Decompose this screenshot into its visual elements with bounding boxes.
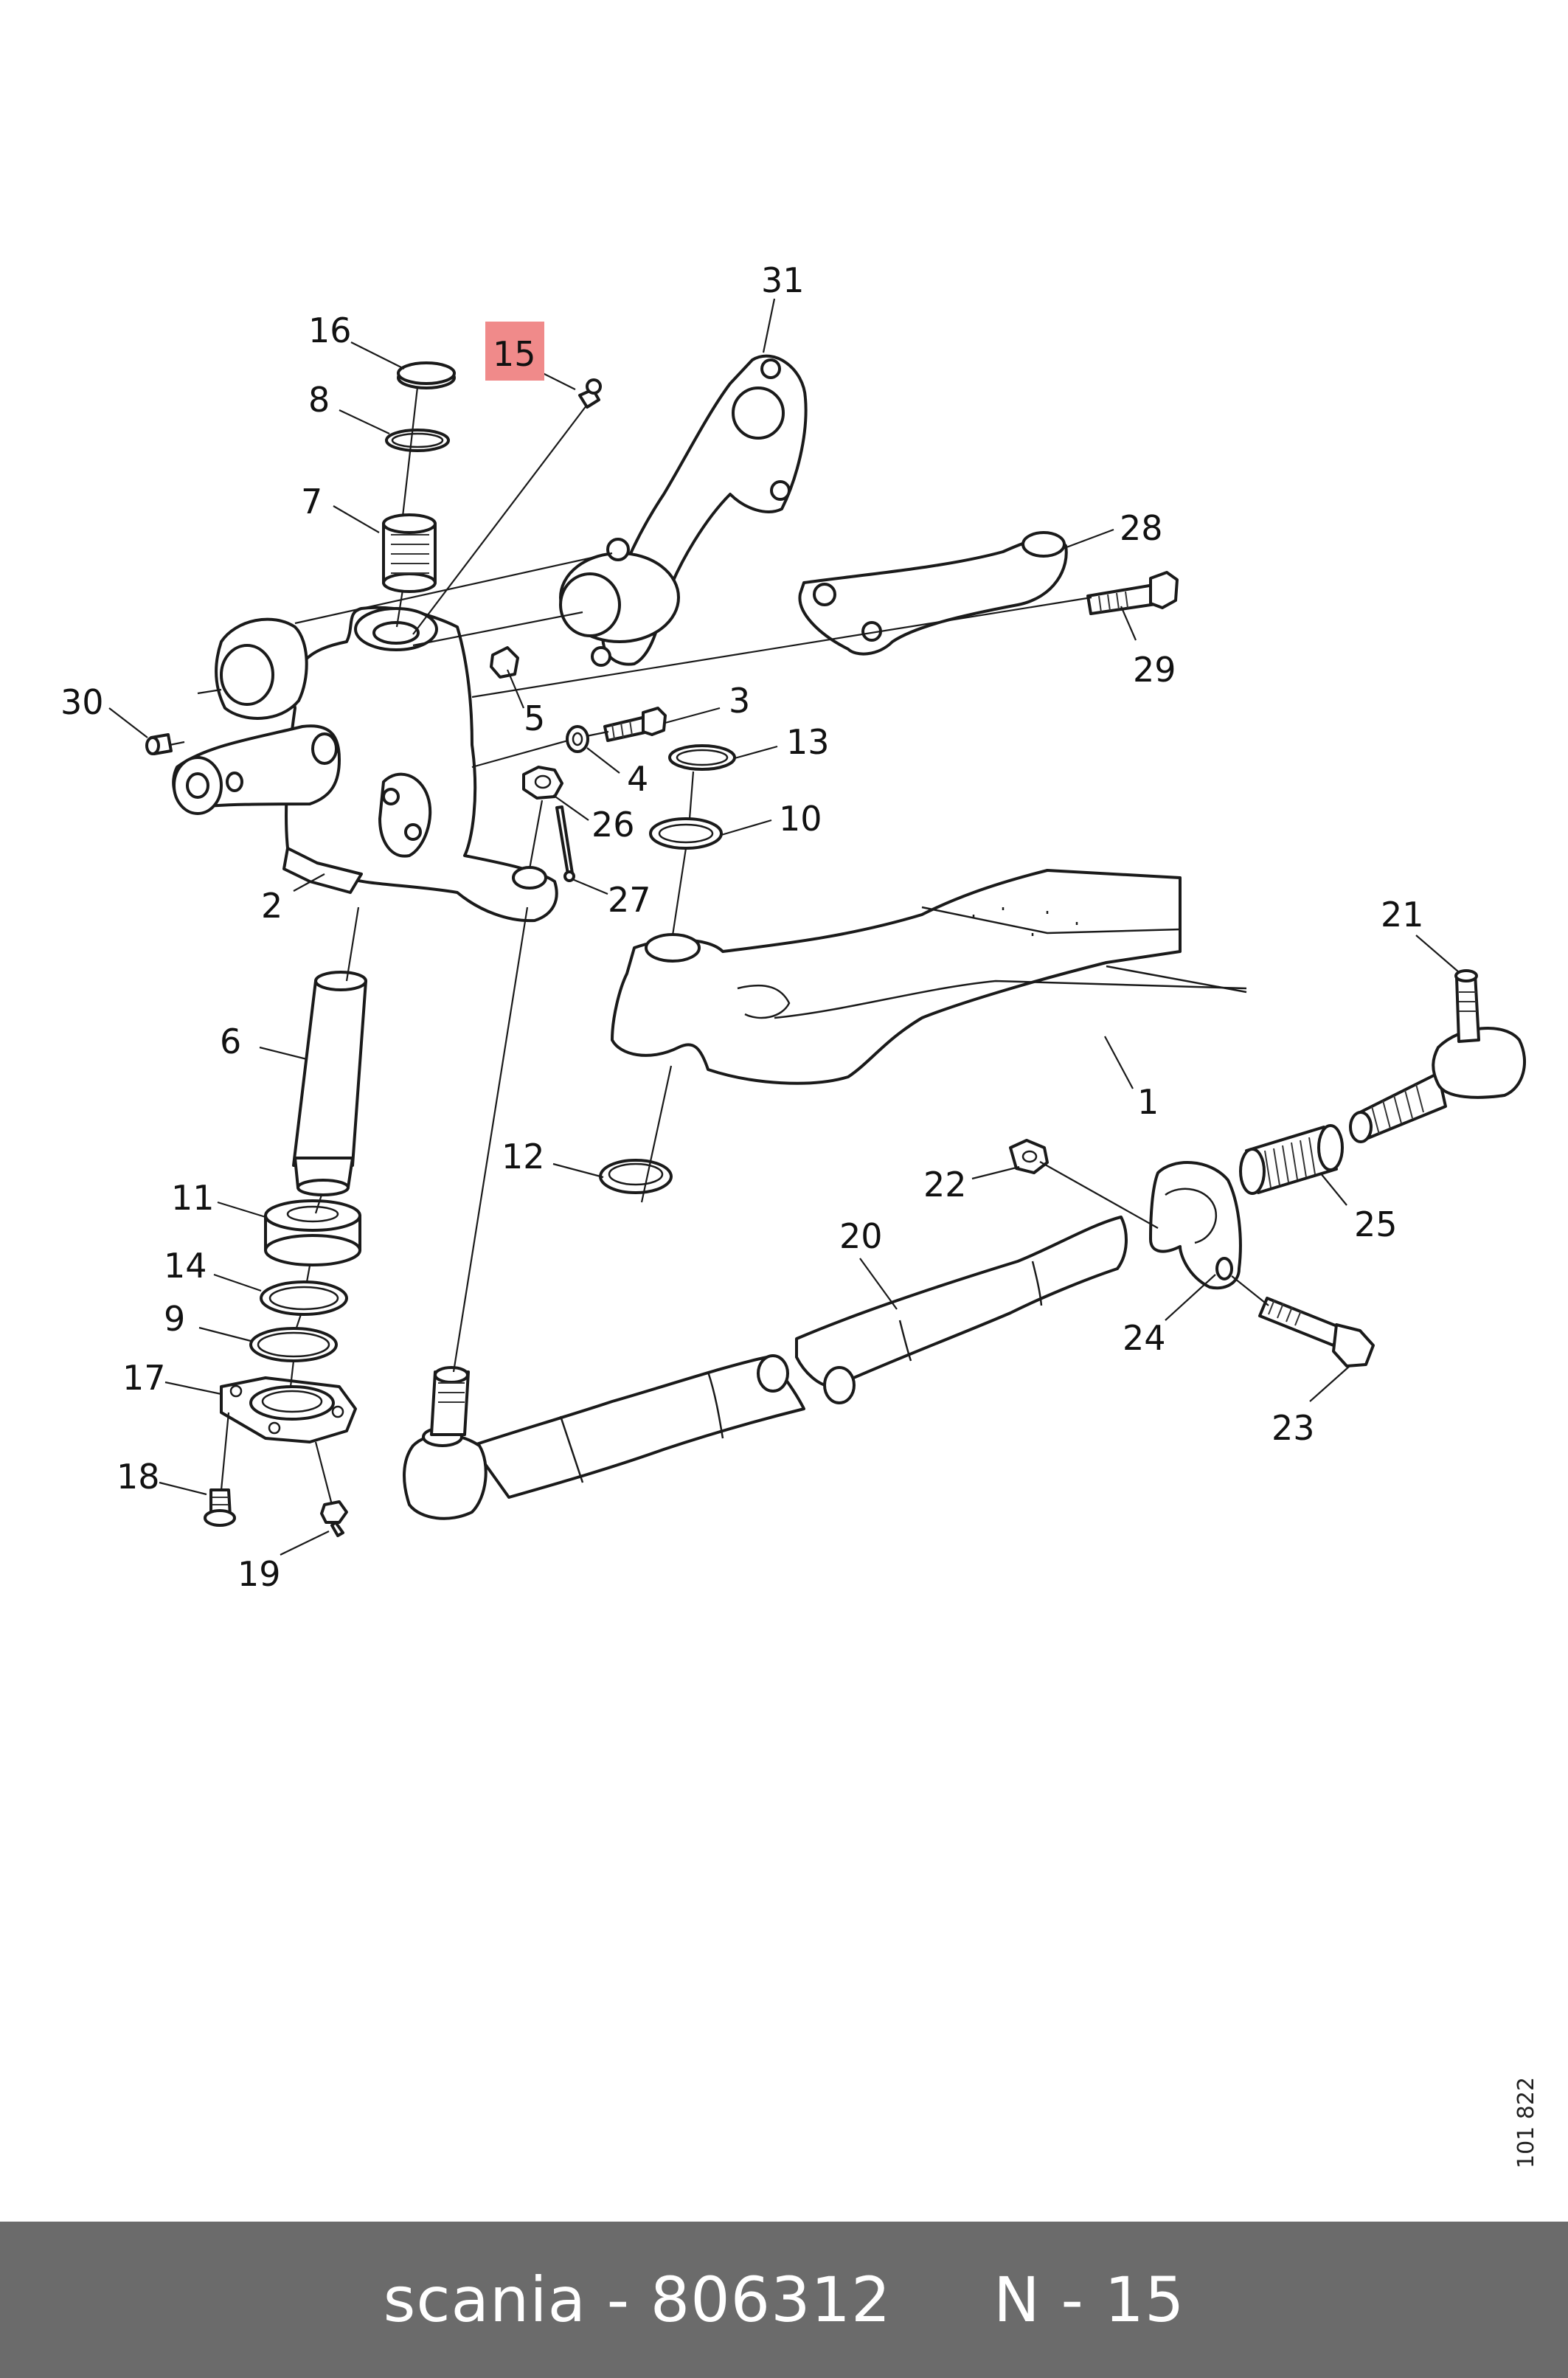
callout-leaders: [108, 298, 1460, 1556]
part-25-sleeve: [1239, 1124, 1344, 1195]
callout-23: 23: [1272, 1408, 1315, 1448]
footer-bar: scania - 806312 N - 15: [0, 2222, 1568, 2378]
callout-14: 14: [164, 1246, 207, 1286]
callout-labels: 1 2 3 4 5 6 7 8 9 10 11 12 13 14 15 16 1…: [60, 260, 1424, 1594]
part-11-bearing: [264, 1199, 361, 1266]
part-29-bolt: [1086, 571, 1179, 615]
part-6-king-pin: [292, 971, 367, 1196]
part-3-bolt: [603, 707, 667, 742]
part-30-bushing: [145, 733, 173, 755]
exploded-parts-diagram: 1 2 3 4 5 6 7 8 9 10 11 12 13 14 15 16 1…: [60, 260, 1527, 1594]
callout-5: 5: [524, 699, 545, 738]
callout-30: 30: [60, 682, 104, 722]
callout-7: 7: [301, 482, 322, 521]
part-27-cotter-pin: [555, 805, 575, 882]
part-17-cover-plate: [220, 1376, 357, 1443]
part-21-tie-rod-end: [1349, 969, 1527, 1143]
callout-15: 15: [493, 334, 536, 374]
callout-2: 2: [261, 886, 282, 926]
part-16-cap: [397, 361, 456, 389]
callout-20: 20: [839, 1216, 883, 1256]
part-12-ring: [599, 1159, 673, 1194]
callout-17: 17: [122, 1358, 166, 1398]
part-10-ring: [649, 817, 723, 850]
callout-29: 29: [1133, 650, 1176, 690]
callout-31: 31: [761, 260, 805, 300]
callout-28: 28: [1120, 508, 1163, 548]
callout-25: 25: [1354, 1204, 1398, 1244]
part-31-steering-arm: [559, 354, 808, 667]
callout-6: 6: [220, 1022, 241, 1061]
callout-19: 19: [237, 1554, 281, 1594]
part-1-axle-beam: [611, 869, 1247, 1085]
callout-10: 10: [779, 799, 822, 839]
part-14-ring: [260, 1280, 348, 1316]
part-24-clamp: [1149, 1161, 1242, 1290]
callout-26: 26: [592, 805, 635, 845]
part-5-nut: [490, 646, 519, 679]
part-9-o-ring: [249, 1327, 338, 1362]
callout-3: 3: [729, 681, 750, 721]
part-26-castle-nut: [522, 766, 563, 800]
part-28-arm: [798, 531, 1068, 656]
part-7-bushing: [382, 513, 437, 593]
callout-27: 27: [608, 880, 651, 920]
part-19-screw: [320, 1500, 348, 1537]
callout-12: 12: [502, 1137, 545, 1176]
callout-16: 16: [308, 311, 352, 350]
part-8-o-ring: [385, 429, 450, 452]
callout-1: 1: [1137, 1082, 1159, 1122]
callout-21: 21: [1381, 895, 1424, 935]
assembly-lines: [169, 386, 1269, 1505]
callout-24: 24: [1123, 1318, 1166, 1358]
part-4-nut: [566, 725, 589, 753]
part-18-screw: [204, 1488, 236, 1527]
callout-9: 9: [164, 1299, 185, 1339]
part-number-caption: scania - 806312 N - 15: [383, 2264, 1185, 2336]
part-23-bolt: [1258, 1297, 1375, 1367]
document-reference-number: 101 822: [1513, 2076, 1539, 2169]
part-20-tie-rod: [403, 1216, 1128, 1520]
part-15-grease-nipple: [578, 378, 602, 409]
callout-13: 13: [786, 722, 830, 762]
part-2-steering-knuckle: [172, 606, 558, 923]
callout-11: 11: [171, 1178, 215, 1218]
callout-8: 8: [308, 380, 330, 420]
callout-22: 22: [923, 1165, 967, 1204]
highlight-box-15: [485, 322, 544, 381]
callout-18: 18: [117, 1457, 160, 1497]
callout-4: 4: [627, 759, 648, 799]
part-13-seal-ring: [668, 744, 736, 771]
